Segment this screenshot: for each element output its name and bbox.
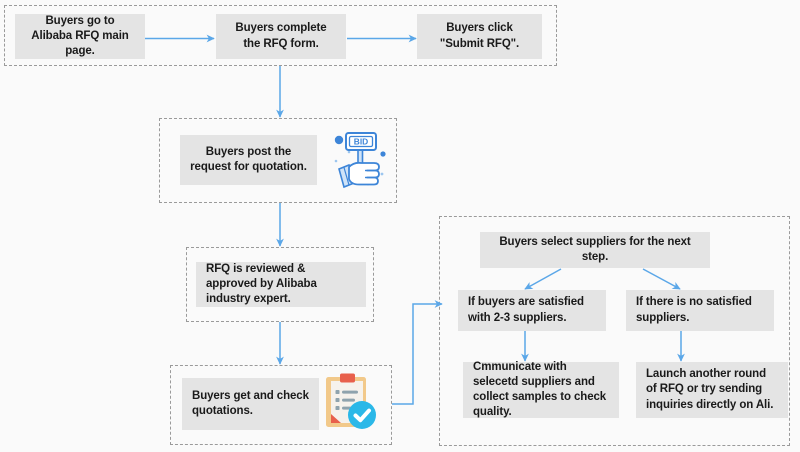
group-top-row [4, 5, 557, 66]
node-satisfied[interactable]: If buyers are satisfied with 2-3 supplie… [458, 290, 606, 331]
node-communicate-label: Cmmunicate with selecetd suppliers and c… [473, 360, 607, 419]
node-communicate[interactable]: Cmmunicate with selecetd suppliers and c… [463, 360, 619, 419]
node-complete-form[interactable]: Buyers complete the RFQ form. [216, 14, 346, 59]
node-complete-form-label: Buyers complete the RFQ form. [235, 22, 327, 50]
group-review [186, 247, 374, 322]
node-review-approve-label: RFQ is reviewed & approved by Alibaba in… [206, 262, 317, 306]
node-submit-rfq-label: Buyers click "Submit RFQ". [439, 22, 520, 50]
node-main-page[interactable]: Buyers go to Alibaba RFQ main page. [15, 14, 145, 59]
node-get-quotations[interactable]: Buyers get and check quotations. [182, 378, 319, 430]
svg-text:BID: BID [354, 137, 368, 147]
node-get-quotations-label: Buyers get and check quotations. [192, 389, 309, 417]
node-relaunch-label: Launch another round of RFQ or try sendi… [646, 368, 774, 411]
node-select-suppliers-label: Buyers select suppliers for the next ste… [499, 235, 691, 263]
bid-paddle-icon: BID [327, 127, 391, 191]
node-post-request-label: Buyers post the request for quotation. [190, 145, 307, 173]
clipboard-check-icon [320, 370, 380, 432]
node-select-suppliers[interactable]: Buyers select suppliers for the next ste… [480, 232, 710, 268]
group-post-request [159, 118, 397, 203]
group-quotations [170, 365, 392, 445]
node-main-page-label: Buyers go to Alibaba RFQ main page. [31, 14, 129, 58]
node-satisfied-label: If buyers are satisfied with 2-3 supplie… [468, 296, 584, 324]
node-not-satisfied-label: If there is no satisfied suppliers. [636, 296, 752, 324]
node-review-approve[interactable]: RFQ is reviewed & approved by Alibaba in… [196, 262, 366, 307]
node-not-satisfied[interactable]: If there is no satisfied suppliers. [626, 290, 774, 331]
node-submit-rfq[interactable]: Buyers click "Submit RFQ". [417, 14, 542, 59]
node-relaunch[interactable]: Launch another round of RFQ or try sendi… [636, 362, 788, 418]
node-post-request[interactable]: Buyers post the request for quotation. [180, 135, 317, 185]
